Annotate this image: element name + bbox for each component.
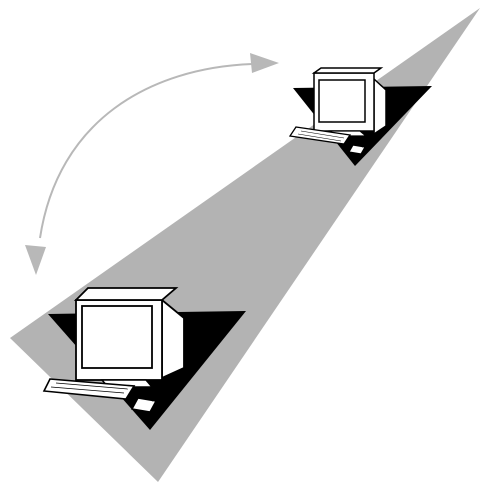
computer-far [288, 67, 432, 166]
computer-near-keyboard-keys-2 [50, 386, 125, 394]
computer-far-screen [318, 79, 366, 123]
computer-near-screen [81, 305, 153, 369]
computer-far-mouse-cable [361, 135, 379, 148]
computer-near-mouse-cable [151, 383, 175, 402]
computer-near-mouse [130, 397, 158, 413]
arrowhead-down-icon [25, 245, 46, 275]
computer-far-mouse [348, 144, 366, 155]
computer-far-monitor-top [311, 67, 384, 74]
perspective-beam [10, 8, 480, 482]
computer-far-keyboard-keys [300, 130, 345, 139]
computer-near-keyboard-keys [55, 382, 129, 390]
computer-near-monitor-top [73, 287, 179, 301]
computer-far-keyboard-keys-2 [297, 133, 342, 142]
rotation-arrow [25, 53, 279, 275]
arrowhead-right-icon [250, 53, 279, 73]
computer-near [42, 287, 246, 430]
